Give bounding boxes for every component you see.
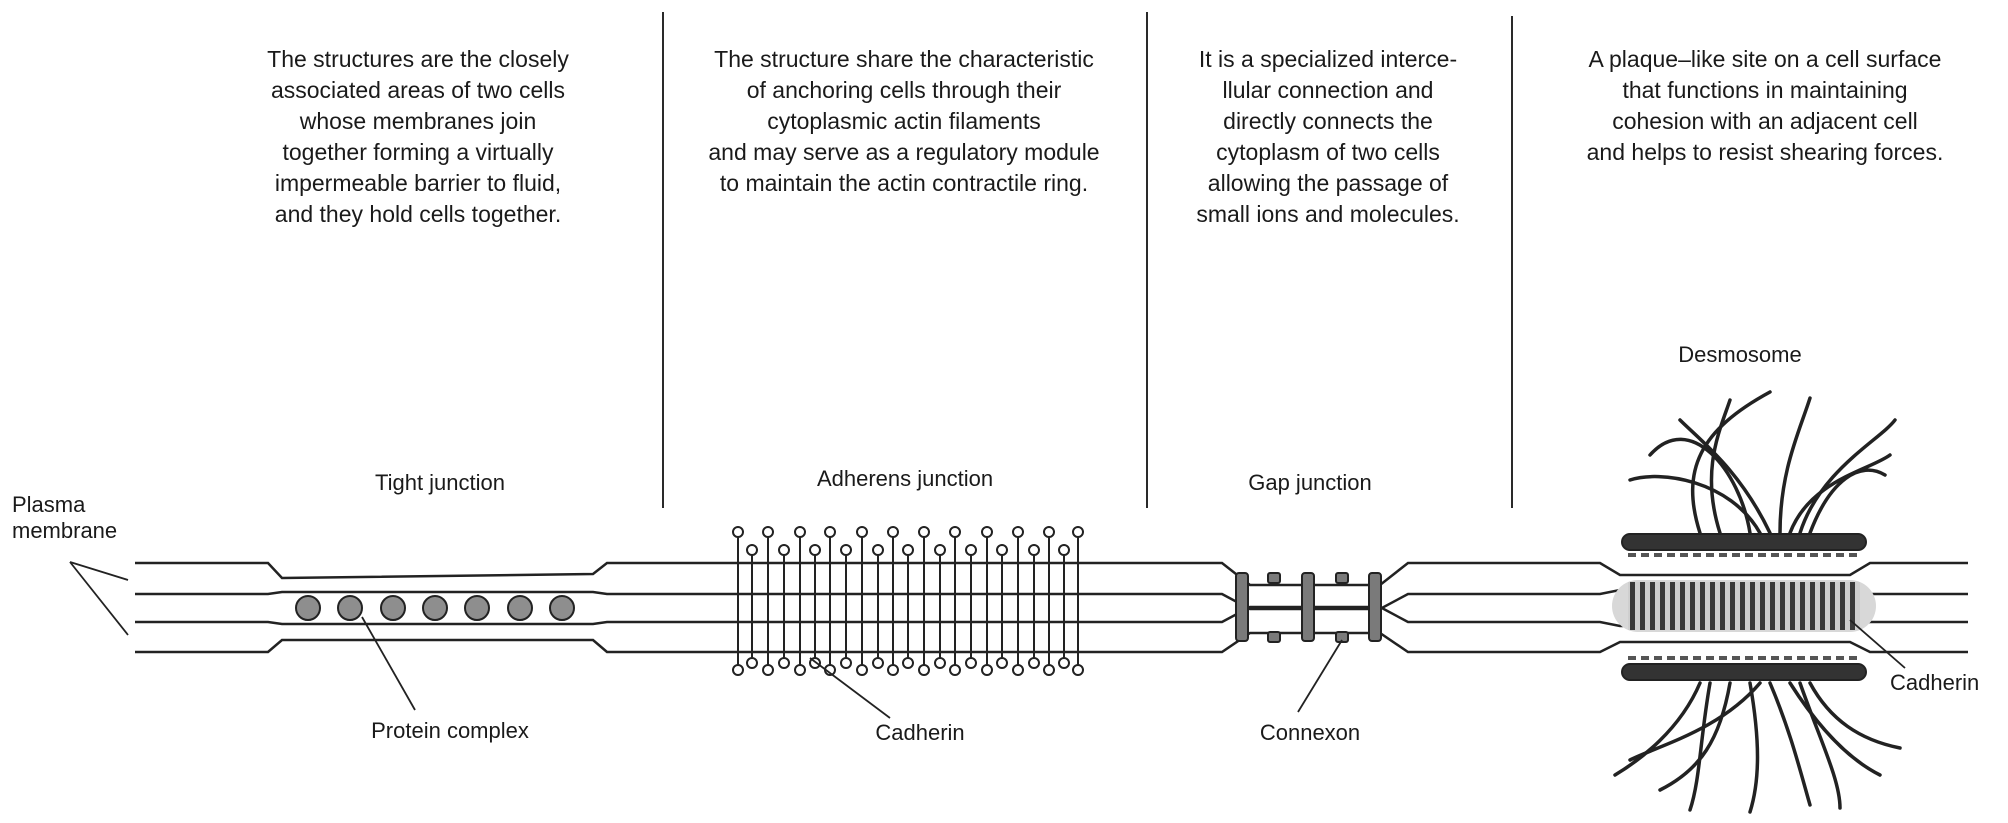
cadherin-head [918,526,930,538]
label-connexon: Connexon [1259,720,1361,745]
cadherin-head [778,657,790,669]
label-cadherin-adherens: Cadherin [875,720,965,745]
plasma-membrane-pointer-1 [69,561,129,581]
cadherin-head [996,544,1008,556]
protein-complex [337,595,363,621]
cadherin-head [1072,526,1084,538]
cadherin-head [872,544,884,556]
cadherin-head [887,664,899,676]
title-gap-junction: Gap junction [1248,470,1372,495]
cadherin-head [794,526,806,538]
desmosome-plaque-top [1621,533,1867,551]
cadherin-head [778,544,790,556]
description-tight-junction: The structures are the closely associate… [267,46,569,227]
cadherin-head [840,544,852,556]
cadherin-head [856,664,868,676]
protein-complex [380,595,406,621]
cadherin-head [981,526,993,538]
title-adherens-junction: Adherens junction [816,466,994,491]
cadherin-head [872,657,884,669]
cadherin-head [965,544,977,556]
protein-complex [422,595,448,621]
cadherin-head [746,544,758,556]
connexon [1335,631,1349,643]
cadherin-head [1028,544,1040,556]
cadherin-head [1043,664,1055,676]
cadherin-head [902,657,914,669]
protein-complex-pointer [361,616,416,711]
cadherin-head [934,657,946,669]
protein-complex [507,595,533,621]
connexon [1301,572,1315,642]
cadherin-head [981,664,993,676]
tight-junction-proteins [295,595,575,621]
cadherin-head [794,664,806,676]
label-cadherin-desmosome: Cadherin [1890,670,1980,695]
connexon [1335,572,1349,584]
intermediate-filaments-top [1628,390,1897,535]
description-adherens-junction: The structure share the characteristic o… [708,46,1100,196]
description-desmosome: A plaque‒like site on a cell surface tha… [1586,46,1944,165]
label-protein-complex: Protein complex [371,718,529,743]
divider-3 [1511,16,1513,508]
cadherin-head [887,526,899,538]
cadherin-head [1058,544,1070,556]
connexon [1267,572,1281,584]
cadherin-pointer-adherens [809,657,891,719]
connexon [1368,572,1382,642]
cadherin-pointer-desmosome [1849,619,1906,669]
cadherin-head [762,526,774,538]
protein-complex [295,595,321,621]
cadherin-head [949,526,961,538]
cadherin-head [1058,657,1070,669]
cadherin-head [746,657,758,669]
label-plasma-membrane: Plasma membrane [12,492,118,543]
gap-junction-connexons [1235,572,1382,643]
desmosome-plaque-bottom [1621,663,1867,681]
cadherin-head [949,664,961,676]
cadherin-head [824,526,836,538]
connexon [1267,631,1281,643]
title-desmosome: Desmosome [1678,342,1802,367]
cadherin-head [918,664,930,676]
title-tight-junction: Tight junction [374,470,506,495]
plasma-membrane-pointer-2 [69,561,129,636]
cadherin-head [762,664,774,676]
cadherin-head [809,544,821,556]
protein-complex [464,595,490,621]
cadherin-head [1012,526,1024,538]
cadherin-head [1043,526,1055,538]
cadherin-head [840,657,852,669]
cadherin-head [1028,657,1040,669]
cadherin-head [902,544,914,556]
connexon-pointer [1297,639,1343,713]
cadherin-head [856,526,868,538]
cadherin-head [965,657,977,669]
cadherin-head [996,657,1008,669]
desmosome-cadherin-stripes [1628,582,1860,630]
membrane-bottom-outer [135,631,1968,654]
cadherin-head [732,526,744,538]
cadherin-head [934,544,946,556]
intermediate-filaments-bottom [1613,681,1902,814]
protein-complex [549,595,575,621]
cadherin-head [1072,664,1084,676]
cadherin-head [732,664,744,676]
adherens-cadherins [732,526,1084,676]
description-gap-junction: It is a specialized interce- llular conn… [1196,46,1460,227]
cadherin-head [1012,664,1024,676]
divider-1 [662,12,664,508]
desmosome-structure [1612,390,1902,814]
connexon [1235,572,1249,642]
divider-2 [1146,12,1148,508]
